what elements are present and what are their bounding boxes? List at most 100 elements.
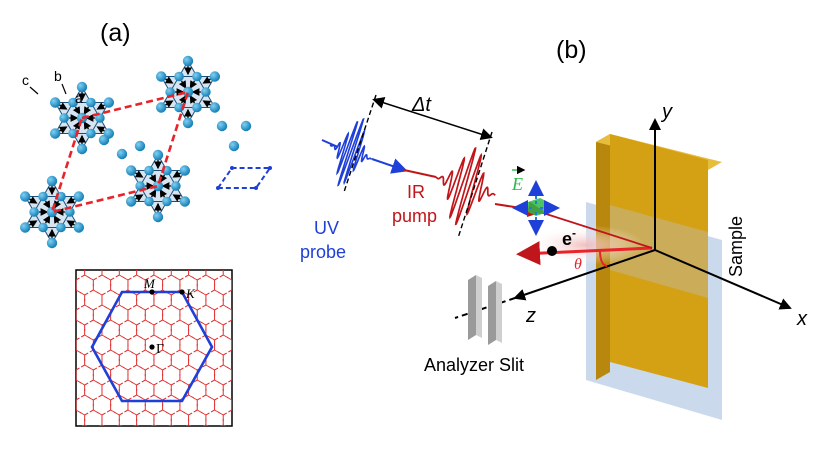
distortion-arrow xyxy=(172,194,182,202)
honeycomb-cell xyxy=(81,424,88,426)
atom xyxy=(135,181,145,191)
atom xyxy=(125,165,137,176)
honeycomb-cell xyxy=(232,455,249,465)
honeycomb-cell xyxy=(275,410,292,430)
z-axis-extension xyxy=(454,297,516,319)
honeycomb-cell xyxy=(231,339,232,351)
uv-probe-lead xyxy=(321,139,339,148)
uv-probe-beam xyxy=(371,158,408,174)
honeycomb-cell xyxy=(232,425,249,445)
honeycomb-cell xyxy=(284,335,301,355)
honeycomb-cell xyxy=(189,230,206,250)
distortion-arrow xyxy=(83,106,92,115)
atom xyxy=(209,71,221,82)
atom xyxy=(38,191,48,202)
honeycomb-cell xyxy=(301,425,318,445)
honeycomb-cell xyxy=(41,425,58,445)
panel-a-label: (a) xyxy=(100,19,131,47)
honeycomb-cell xyxy=(33,380,50,400)
atom xyxy=(125,196,137,207)
atom xyxy=(152,211,164,223)
distortion-arrow xyxy=(202,100,212,108)
honeycomb-cell xyxy=(275,290,292,310)
star-cluster xyxy=(155,55,221,129)
uv-probe-tail xyxy=(403,169,437,178)
honeycomb-cell xyxy=(275,260,292,280)
center-atom xyxy=(182,86,194,98)
star-triangle xyxy=(54,102,110,151)
honeycomb-cell xyxy=(249,275,266,295)
distortion-arrow xyxy=(42,200,51,209)
distortion-arrow xyxy=(159,174,168,183)
distortion-arrow xyxy=(159,189,168,198)
distortion-arrow xyxy=(28,196,38,204)
honeycomb-cell xyxy=(206,230,223,250)
honeycomb-cell xyxy=(258,440,275,460)
honeycomb-cell xyxy=(41,395,58,415)
honeycomb-cell xyxy=(258,350,275,370)
point-m-dot xyxy=(149,289,155,295)
honeycomb-cell xyxy=(301,305,318,325)
atom xyxy=(65,207,75,217)
x-axis xyxy=(654,249,792,310)
cell-vertex xyxy=(268,166,272,170)
honeycomb-cell xyxy=(284,275,301,295)
honeycomb-cell xyxy=(111,455,128,465)
efield-label: E xyxy=(511,174,523,194)
honeycomb-cell xyxy=(76,455,93,465)
honeycomb-cell xyxy=(136,409,155,426)
honeycomb-cell xyxy=(137,230,154,250)
honeycomb-cell xyxy=(249,365,266,385)
efield-sheet xyxy=(516,198,560,216)
atom xyxy=(192,71,202,82)
atom xyxy=(179,196,191,207)
honeycomb-cell xyxy=(163,245,180,265)
atom xyxy=(155,71,167,82)
delay-arrow xyxy=(372,97,493,140)
probe-marker-line xyxy=(343,94,377,193)
atom xyxy=(56,222,66,233)
honeycomb-cell xyxy=(50,380,67,400)
honeycomb-cell xyxy=(241,380,258,400)
atom xyxy=(49,97,61,108)
honeycomb-cell xyxy=(163,455,180,465)
honeycomb-cell xyxy=(50,410,67,430)
honeycomb-cell xyxy=(76,309,77,321)
point-k-dot xyxy=(179,289,185,295)
point-m-label: M xyxy=(143,276,156,291)
honeycomb-cell xyxy=(267,335,284,355)
star-triangle xyxy=(24,179,80,228)
honeycomb-cell xyxy=(232,245,249,265)
honeycomb-cell xyxy=(99,424,105,426)
atom xyxy=(155,102,167,113)
ir-label: IR xyxy=(407,182,425,202)
honeycomb-cell xyxy=(223,230,240,250)
honeycomb-cell xyxy=(241,290,258,310)
distortion-arrow xyxy=(66,220,76,228)
honeycomb-cell xyxy=(154,440,171,460)
distortion-arrow xyxy=(164,76,174,84)
distortion-arrow xyxy=(172,170,182,178)
slit-plate-right xyxy=(488,281,496,345)
supercell-outline xyxy=(50,90,190,214)
emission-angle-arc xyxy=(599,249,608,267)
distortion-arrow xyxy=(178,95,187,104)
atom xyxy=(86,97,96,108)
atom xyxy=(144,196,154,207)
atom xyxy=(103,97,115,108)
atom xyxy=(171,181,181,191)
distortion-arrow xyxy=(28,220,38,228)
star-triangle xyxy=(160,59,216,108)
probe-label: probe xyxy=(300,242,346,262)
slit-plate-left xyxy=(468,275,476,340)
pump-marker-line xyxy=(457,131,493,239)
emission-angle-label: θ xyxy=(574,256,582,273)
atom xyxy=(179,165,191,176)
honeycomb-cell xyxy=(50,260,67,280)
honeycomb-cell xyxy=(145,455,162,465)
point-gamma-dot xyxy=(149,344,155,350)
atom xyxy=(240,120,252,132)
unit-cell-outline xyxy=(216,167,272,189)
honeycomb-cell xyxy=(119,440,136,460)
